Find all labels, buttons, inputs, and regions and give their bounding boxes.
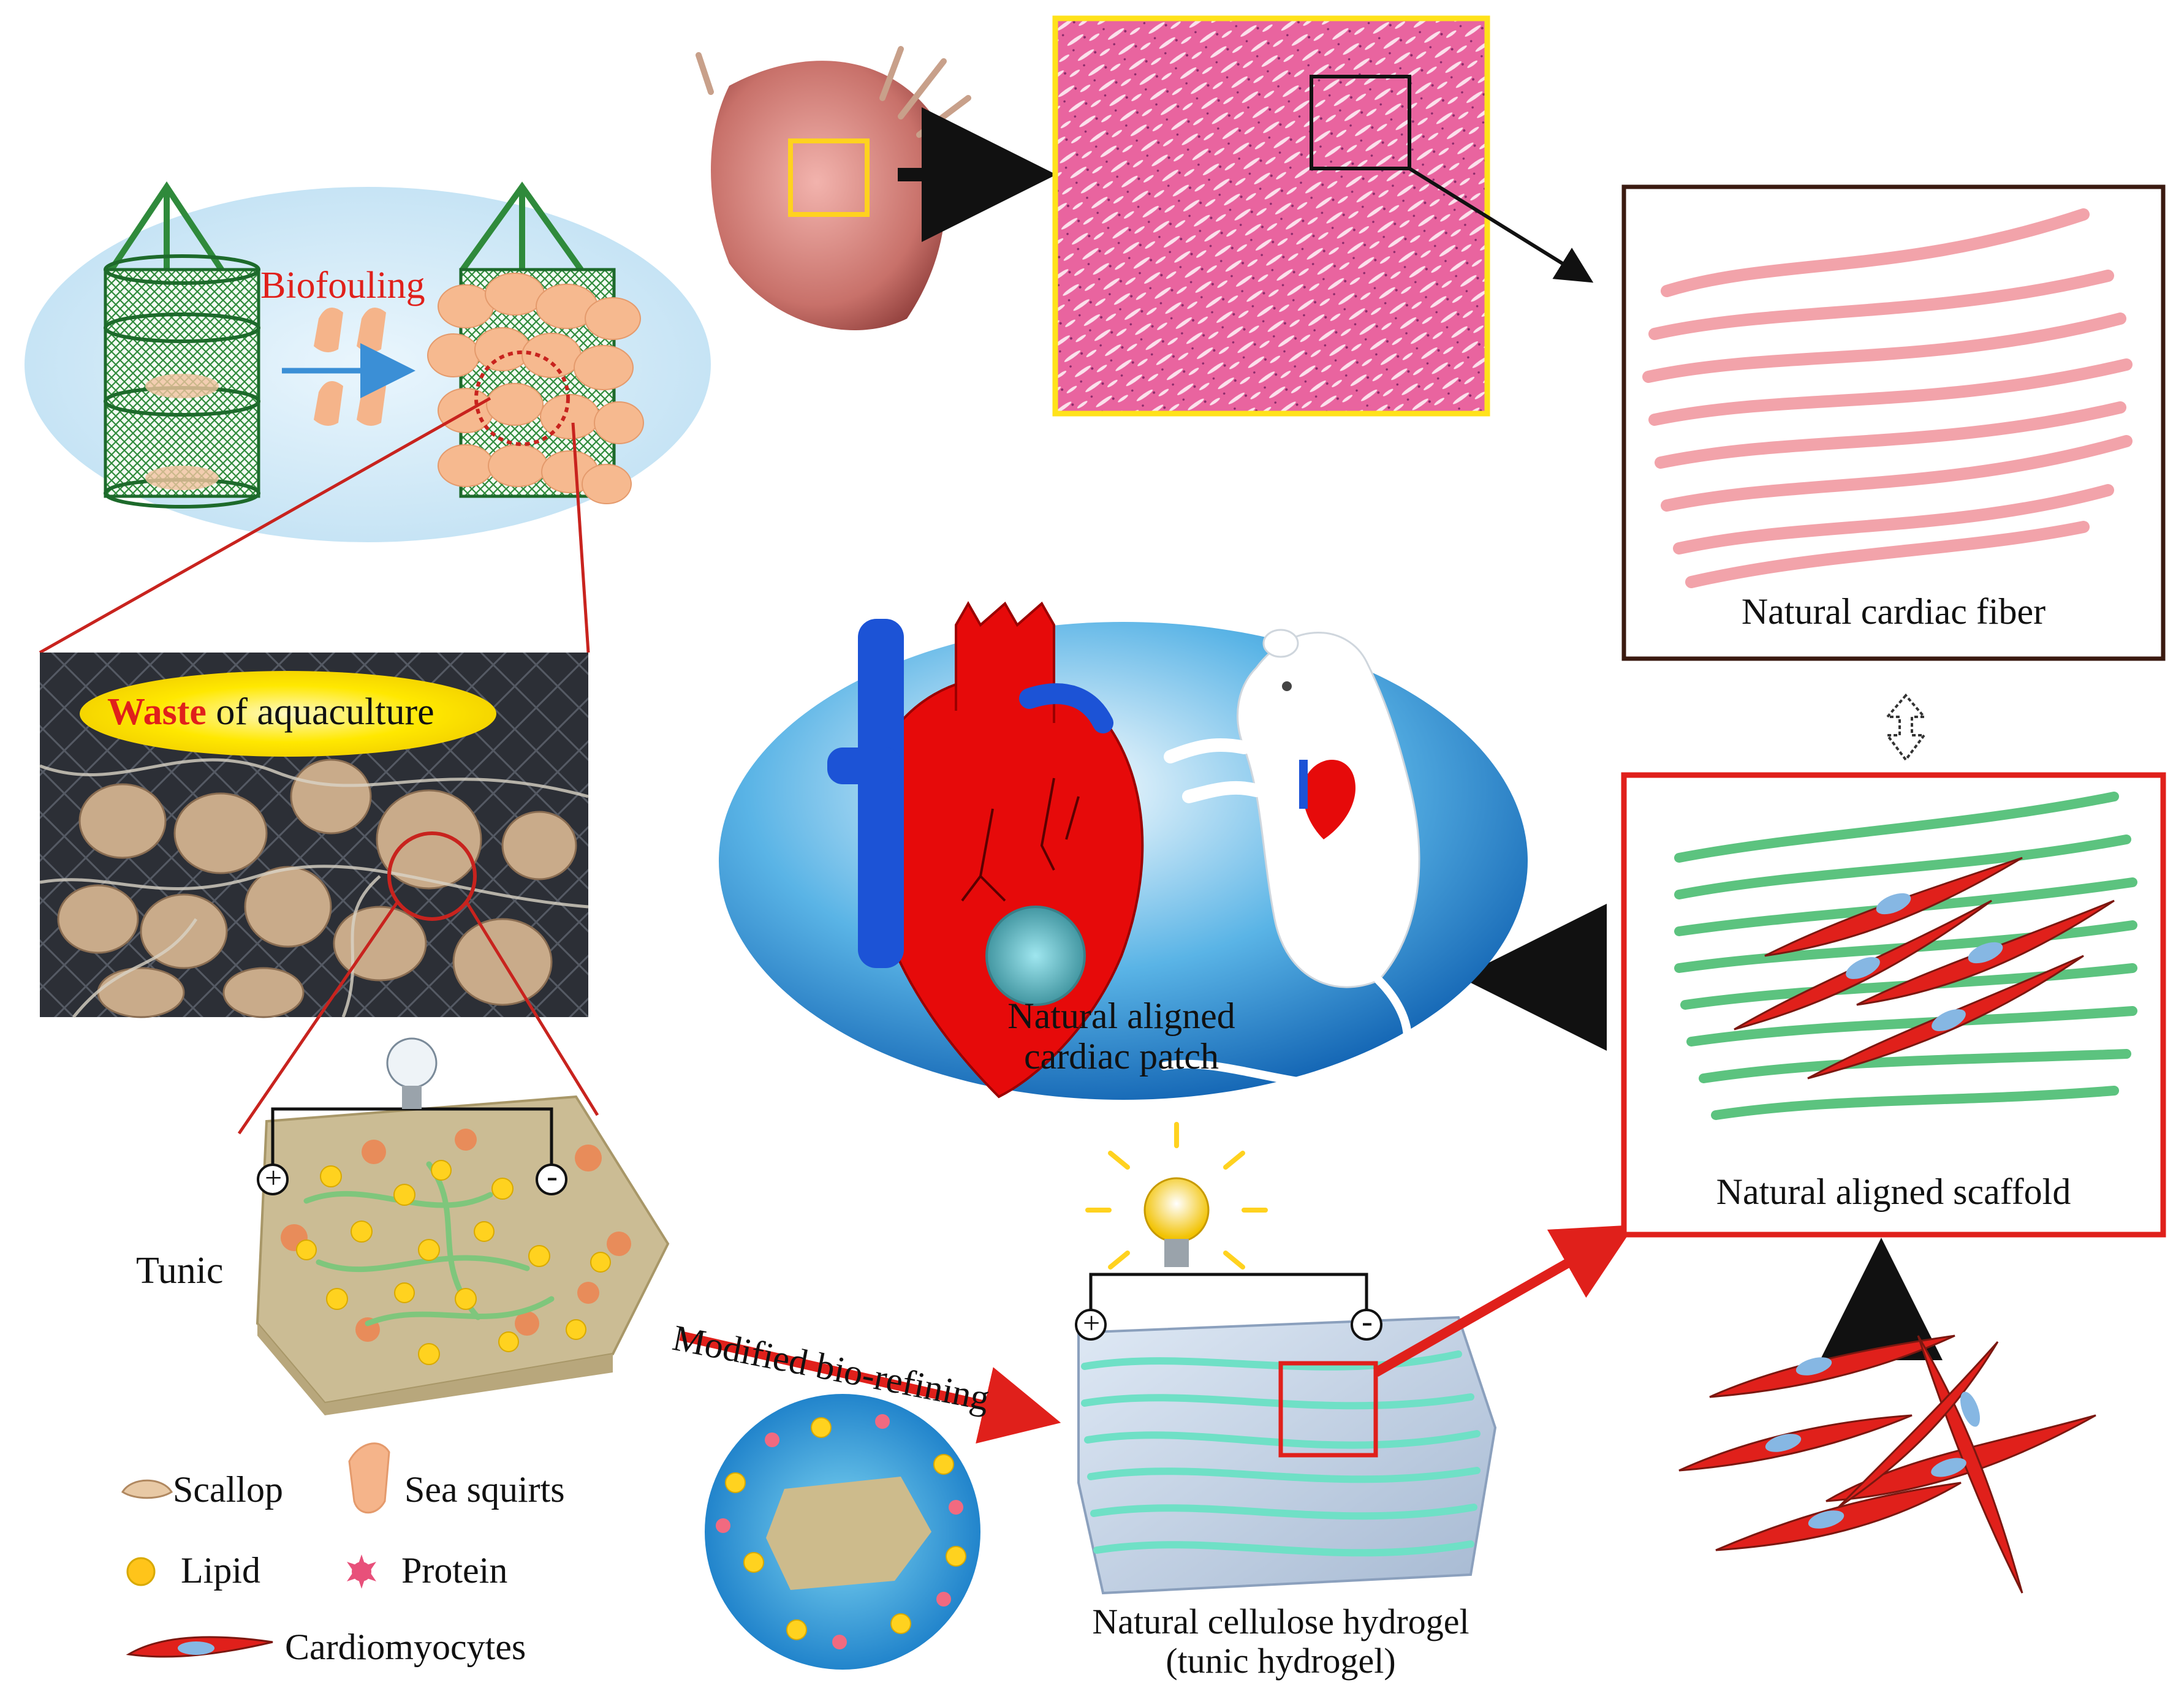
legend-protein-label: Protein (401, 1550, 508, 1591)
hydrogel-minus-label: - (1362, 1303, 1373, 1339)
cardiomyocyte-icon (126, 1636, 273, 1658)
tunic-bulb-icon (386, 1037, 438, 1109)
biorefining-arrow (679, 1331, 1061, 1444)
rat-heart-icon (1299, 760, 1356, 839)
waste-rest: of aquaculture (216, 691, 434, 733)
hydrogel-minus-terminal (1351, 1309, 1382, 1341)
hydrogel-label: Natural cellulose hydrogel (tunic hydrog… (1066, 1602, 1495, 1681)
hydrogel-plus-terminal (1075, 1309, 1107, 1341)
sea-squirt-cluster-small (314, 308, 386, 426)
tunic-proteins (281, 1129, 631, 1342)
tunic-hydrogel (1075, 1122, 1497, 1595)
tunic-plus-terminal (257, 1164, 289, 1195)
tunic-plus-label: + (265, 1160, 282, 1195)
tunic-lipids (296, 1160, 611, 1365)
aquaculture-panel (25, 181, 711, 542)
tunic-label: Tunic (136, 1250, 224, 1292)
cardiac-patch-disc (985, 906, 1086, 1006)
zoom-line-left (39, 396, 491, 654)
pink-fibers (1642, 208, 2133, 588)
cardiac-patch-label-line1: Natural aligned (1007, 996, 1235, 1036)
waste-label-ellipse (80, 671, 496, 757)
lipid-icon (126, 1557, 156, 1586)
natural-aligned-scaffold-label: Natural aligned scaffold (1716, 1171, 2071, 1212)
hydrogel-label-line2: (tunic hydrogel) (1166, 1640, 1396, 1681)
hydrogel-bulb-icon (1085, 1122, 1268, 1270)
waste-photo (39, 653, 589, 1018)
cardiac-fiber-panel (1621, 184, 2166, 661)
cartoon-heart (827, 600, 1144, 1099)
natural-cardiac-fiber-label: Natural cardiac fiber (1741, 591, 2046, 632)
hydrogel-circuit (1089, 1273, 1368, 1317)
biorefining-disc (705, 1394, 980, 1670)
tunic-block (256, 1037, 670, 1415)
zoom-circle-cage (474, 350, 570, 446)
hydrogel-plus-label: + (1083, 1306, 1101, 1340)
cardiac-patch-label: Natural aligned cardiac patch (938, 996, 1305, 1077)
hydrogel-zoom-box (1278, 1361, 1378, 1458)
tunic-minus-label: - (547, 1157, 558, 1194)
histology-image (1052, 15, 1490, 417)
scallop-icon (121, 1479, 173, 1499)
tunic-minus-terminal (536, 1164, 567, 1195)
protein-icon (347, 1554, 376, 1589)
cardiac-patch-label-line2: cardiac patch (1023, 1036, 1219, 1077)
legend-cardiomyocytes-label: Cardiomyocytes (285, 1627, 526, 1667)
sea-squirt-icon (348, 1442, 390, 1514)
waste-of-aquaculture-label: Waste of aquaculture (107, 691, 434, 733)
hydrogel-to-scaffold-arrow (1373, 1225, 1635, 1377)
rat-illustration (1160, 629, 1420, 1090)
aligned-scaffold-panel (1621, 772, 2166, 1238)
zoom-line-tunic-left (237, 899, 400, 1135)
fouled-cage (427, 181, 644, 504)
legend (121, 1442, 390, 1658)
cardiac-patch-panel (719, 600, 1528, 1100)
waste-word: Waste (107, 691, 207, 733)
histology-zoom-box (1310, 75, 1411, 170)
zoom-circle-waste (387, 831, 477, 921)
biofouling-label: Biofouling (260, 265, 425, 306)
legend-sea-squirts-label: Sea squirts (404, 1469, 565, 1510)
heart-zoom-box (788, 138, 870, 217)
hydrogel-label-line1: Natural cellulose hydrogel (1092, 1602, 1469, 1641)
histology-to-fiber-arrow (1408, 167, 1594, 283)
heart-photo (696, 46, 971, 331)
random-cardiomyocytes (1678, 1334, 2096, 1594)
legend-lipid-label: Lipid (181, 1550, 260, 1591)
random-cardiomyocyte-nuclei (1765, 1357, 1980, 1529)
clean-cage (104, 181, 260, 509)
legend-scallop-label: Scallop (173, 1469, 283, 1510)
double-arrow-icon (1884, 693, 1927, 762)
zoom-line-right (571, 422, 590, 653)
zoom-line-tunic-right (464, 899, 599, 1116)
